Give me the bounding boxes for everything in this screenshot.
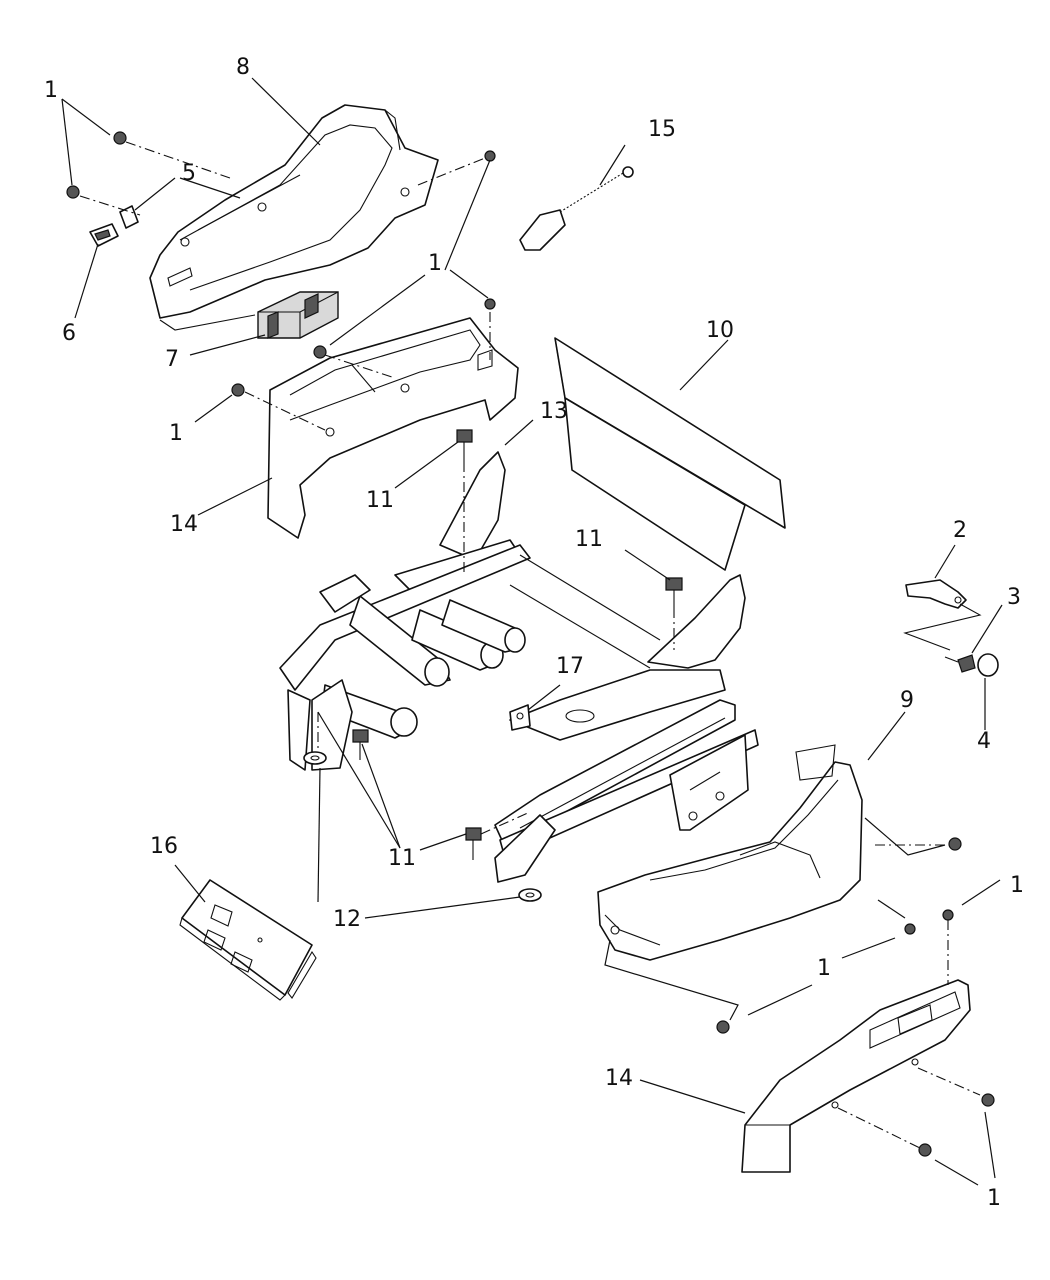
callout-4: 4 [977, 729, 991, 754]
callout-1: 1 [428, 251, 442, 276]
callout-3: 3 [1007, 585, 1021, 610]
callout-16: 16 [150, 834, 178, 859]
callouts: 1 8 5 6 7 15 1 1 10 13 11 14 11 2 3 17 9… [44, 55, 1024, 1211]
callout-1: 1 [1010, 873, 1024, 898]
part-2-hook [905, 579, 967, 609]
callout-1: 1 [987, 1186, 1001, 1211]
callout-1: 1 [44, 78, 58, 103]
callout-9: 9 [900, 688, 914, 713]
callout-13: 13 [540, 399, 568, 424]
part-16-module [179, 879, 317, 1001]
callout-6: 6 [62, 321, 76, 346]
part-15-spring-cable [519, 166, 634, 251]
part-7-switch-block [257, 291, 339, 339]
part-4-cap [977, 653, 999, 677]
part-14-lower-side-cover [741, 979, 971, 1173]
callout-14: 14 [170, 512, 198, 537]
part-14-upper-side-cover [267, 317, 519, 539]
callout-11: 11 [575, 527, 603, 552]
callout-12: 12 [333, 907, 361, 932]
callout-2: 2 [953, 518, 967, 543]
callout-1: 1 [817, 956, 831, 981]
part-9-lower-shield [597, 744, 863, 961]
seat-track-frame [279, 451, 759, 883]
callout-7: 7 [165, 347, 179, 372]
callout-5: 5 [182, 161, 196, 186]
leader-lines [61, 77, 1003, 1186]
fasteners [66, 131, 995, 1157]
part-3-screw [944, 654, 976, 673]
callout-15: 15 [648, 117, 676, 142]
callout-1: 1 [169, 421, 183, 446]
callout-10: 10 [706, 318, 734, 343]
part-8-upper-shield [149, 104, 439, 331]
callout-11: 11 [388, 846, 416, 871]
part-10-panel [554, 337, 786, 571]
callout-17: 17 [556, 654, 584, 679]
callout-11: 11 [366, 488, 394, 513]
part-6-knob [89, 223, 119, 247]
callout-14: 14 [605, 1066, 633, 1091]
part-5-clip [119, 205, 139, 229]
callout-8: 8 [236, 55, 250, 80]
